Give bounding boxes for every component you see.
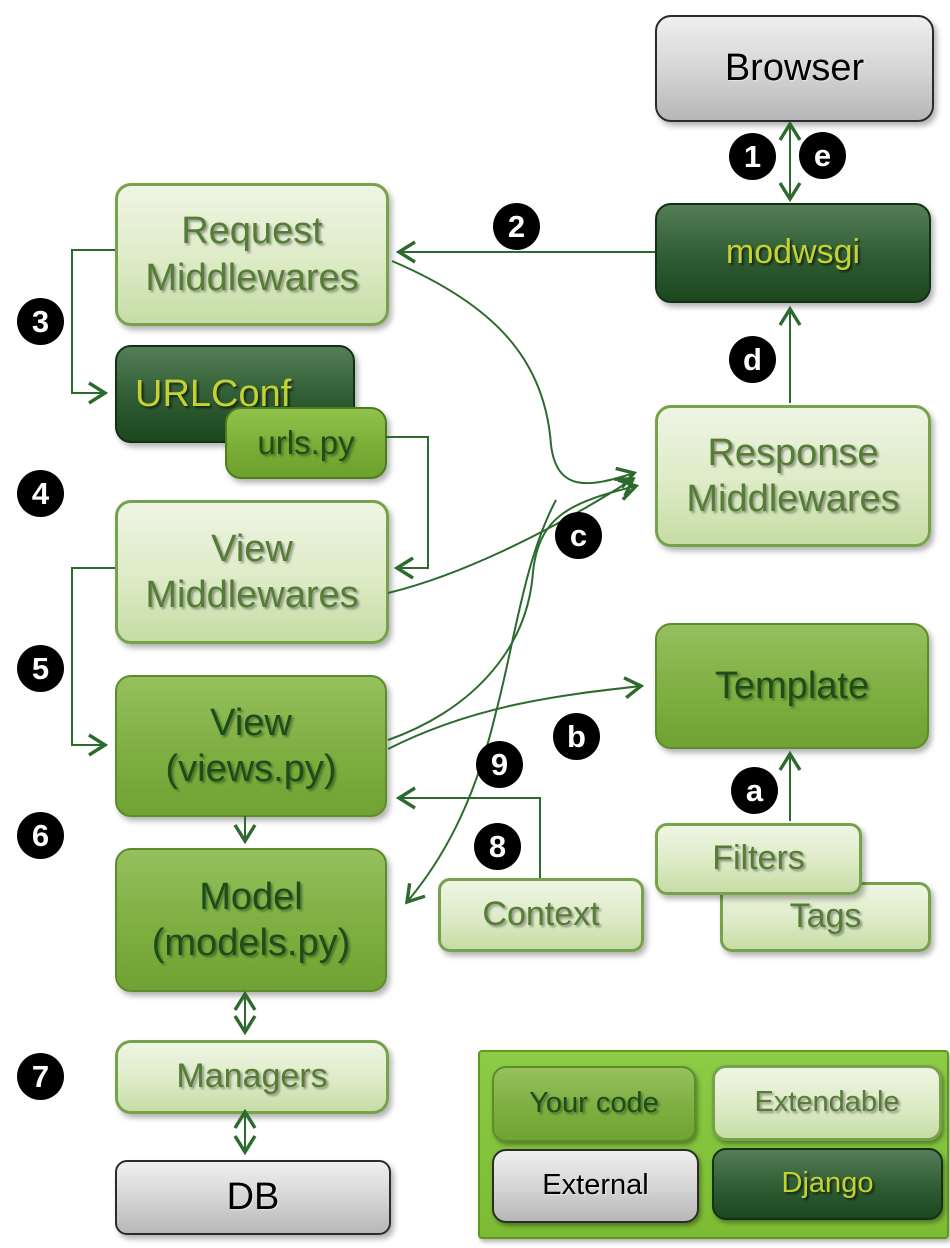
badge-step-7: 7	[17, 1053, 64, 1100]
badge-step-9-label: 9	[490, 746, 509, 782]
node-context: Context	[438, 878, 644, 952]
node-browser-label: Browser	[724, 47, 865, 90]
badge-step-6: 6	[17, 812, 64, 859]
legend-django: Django	[712, 1148, 943, 1220]
node-model: Model (models.py)	[115, 848, 387, 992]
node-request-middlewares-line2: Middlewares	[145, 256, 359, 299]
badge-step-a-label: a	[745, 772, 764, 808]
arrow-9-context-view	[395, 786, 541, 878]
node-managers: Managers	[115, 1040, 389, 1114]
badge-step-7-label: 7	[31, 1058, 50, 1094]
badge-step-1: 1	[729, 133, 776, 180]
node-view-line2: (views.py)	[165, 748, 337, 790]
arrow-4-urlspy-view-middlewares	[385, 436, 429, 580]
node-modwsgi-label: modwsgi	[725, 233, 861, 272]
node-urlspy: urls.py	[225, 407, 387, 479]
arrow-c-view-response-middlewares	[387, 478, 640, 741]
node-view-middlewares-line1: View	[211, 527, 293, 570]
node-filters-label: Filters	[712, 839, 805, 878]
badge-step-6-label: 6	[31, 817, 50, 853]
arrow-b-view-template	[387, 676, 645, 750]
node-model-line1: Model	[199, 875, 303, 918]
badge-step-d: d	[729, 336, 776, 383]
node-urlspy-label: urls.py	[257, 423, 355, 461]
node-managers-label: Managers	[176, 1057, 328, 1096]
badge-step-2: 2	[493, 203, 540, 250]
node-response-middlewares: Response Middlewares	[655, 405, 931, 547]
node-template-label: Template	[714, 664, 870, 707]
badge-step-5: 5	[17, 645, 64, 692]
node-view-middlewares: View Middlewares	[115, 500, 389, 644]
legend-your-code-label: Your code	[529, 1087, 659, 1120]
badge-step-2-label: 2	[507, 208, 526, 244]
legend-external: External	[492, 1149, 699, 1223]
arrow-c-view-middlewares-response-middlewares	[387, 477, 636, 594]
badge-step-a: a	[731, 767, 778, 814]
legend-your-code: Your code	[492, 1066, 696, 1142]
node-view-middlewares-line2: Middlewares	[145, 574, 359, 616]
node-context-label: Context	[482, 895, 600, 934]
node-template: Template	[655, 623, 929, 749]
legend-django-label: Django	[781, 1167, 874, 1200]
node-request-middlewares: Request Middlewares	[115, 183, 389, 326]
badge-step-9: 9	[476, 741, 523, 788]
node-db: DB	[115, 1160, 391, 1235]
arrow-c-request-middlewares-response-middlewares	[391, 260, 638, 489]
node-modwsgi: modwsgi	[655, 203, 931, 303]
node-browser: Browser	[655, 15, 934, 122]
legend-extendable-label: Extendable	[754, 1086, 900, 1119]
badge-step-b-label: b	[567, 718, 586, 754]
badge-step-8: 8	[474, 823, 521, 870]
node-request-middlewares-line1: Request	[181, 210, 323, 253]
arrow-8-context-model	[404, 499, 557, 905]
node-tags-label: Tags	[789, 897, 862, 936]
arrow-5-view-middlewares-view	[71, 567, 115, 757]
badge-step-8-label: 8	[488, 828, 507, 864]
badge-step-c: c	[555, 512, 602, 559]
legend-external-label: External	[542, 1169, 649, 1202]
node-response-middlewares-line1: Response	[707, 431, 879, 474]
badge-step-d-label: d	[743, 341, 762, 377]
node-filters: Filters	[655, 823, 862, 895]
badge-step-5-label: 5	[31, 650, 50, 686]
badge-step-3: 3	[17, 298, 64, 345]
badge-step-1-label: 1	[743, 138, 762, 174]
badge-step-4: 4	[17, 470, 64, 517]
legend: Your code Extendable External Django	[478, 1050, 949, 1239]
arrow-3-request-middlewares-urlconf	[71, 249, 115, 405]
badge-step-e: e	[799, 132, 846, 179]
node-model-line2: (models.py)	[151, 922, 351, 964]
legend-extendable: Extendable	[712, 1065, 942, 1141]
node-view: View (views.py)	[115, 675, 387, 817]
badge-step-b: b	[553, 713, 600, 760]
node-response-middlewares-line2: Middlewares	[686, 478, 900, 520]
node-view-line1: View	[210, 701, 292, 744]
badge-step-e-label: e	[813, 137, 832, 173]
badge-step-4-label: 4	[31, 475, 50, 511]
badge-step-c-label: c	[569, 517, 588, 553]
node-db-label: DB	[226, 1176, 280, 1219]
badge-step-3-label: 3	[31, 303, 50, 339]
